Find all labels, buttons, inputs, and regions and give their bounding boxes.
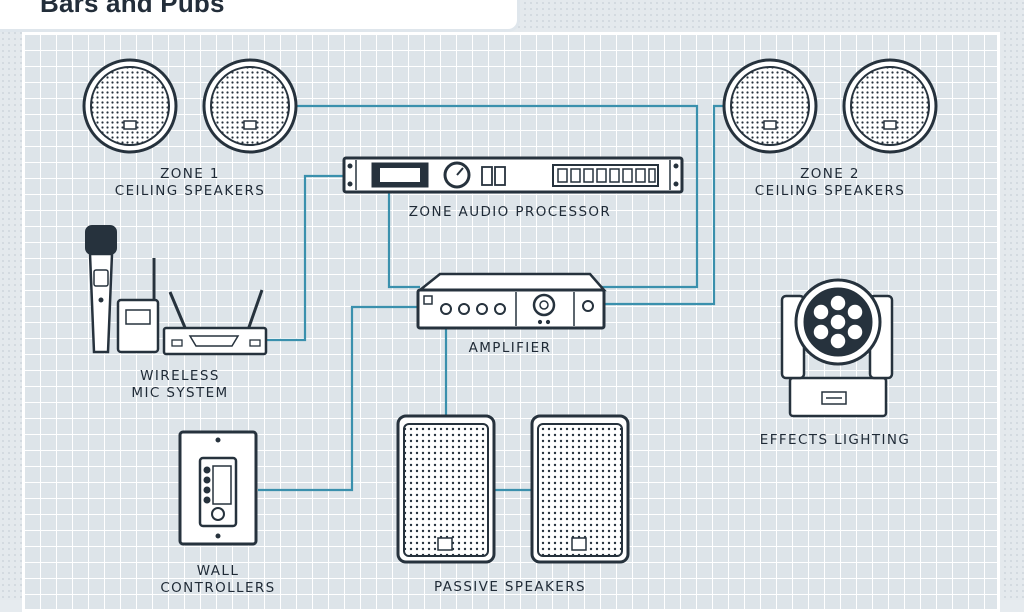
wire-zone1-to-zone2 <box>296 104 699 289</box>
audio-processor-icon <box>342 156 684 194</box>
wall-controllers-label-line1: WALL <box>196 563 240 579</box>
moving-head-light-icon <box>780 278 894 418</box>
amplifier-label: AMPLIFIER <box>468 340 552 356</box>
effects-lighting-label: EFFECTS LIGHTING <box>759 432 911 448</box>
zone2-label-line2: CEILING SPEAKERS <box>754 183 906 199</box>
wireless-mic-label-line1: WIRELESS <box>140 368 220 384</box>
zone1-ceiling-speaker-left <box>82 58 178 154</box>
zone2-ceiling-speaker-right <box>842 58 938 154</box>
wall-controllers-label-line2: CONTROLLERS <box>160 580 276 596</box>
signal-wires <box>258 104 726 492</box>
wall-controllers-label: WALL CONTROLLERS <box>138 563 298 597</box>
wireless-mic-icon <box>85 225 268 356</box>
zone2-ceiling-speaker-left <box>722 58 818 154</box>
page-title: Bars and Pubs <box>40 0 225 18</box>
zone2-label-line1: ZONE 2 <box>800 166 860 182</box>
wireless-mic-label-line2: MIC SYSTEM <box>131 385 229 401</box>
processor-label: ZONE AUDIO PROCESSOR <box>408 204 612 220</box>
passive-speakers-label: PASSIVE SPEAKERS <box>434 579 586 595</box>
zone1-ceiling-speaker-right <box>202 58 298 154</box>
title-tab <box>0 0 520 32</box>
zone1-label-line2: CEILING SPEAKERS <box>114 183 266 199</box>
zone1-label: ZONE 1 CEILING SPEAKERS <box>110 166 270 200</box>
zone2-label: ZONE 2 CEILING SPEAKERS <box>750 166 910 200</box>
passive-speaker-left <box>396 414 496 564</box>
wire-zone2-to-amplifier <box>598 104 726 306</box>
wire-wallcontroller-to-amplifier <box>258 305 420 492</box>
passive-speaker-right <box>530 414 630 564</box>
wire-processor-to-amplifier <box>387 190 420 289</box>
wall-controller-icon <box>178 430 258 546</box>
wire-mic-to-processor <box>266 174 348 342</box>
wireless-mic-label: WIRELESS MIC SYSTEM <box>100 368 260 402</box>
amplifier-icon <box>416 272 607 330</box>
zone1-label-line1: ZONE 1 <box>160 166 220 182</box>
